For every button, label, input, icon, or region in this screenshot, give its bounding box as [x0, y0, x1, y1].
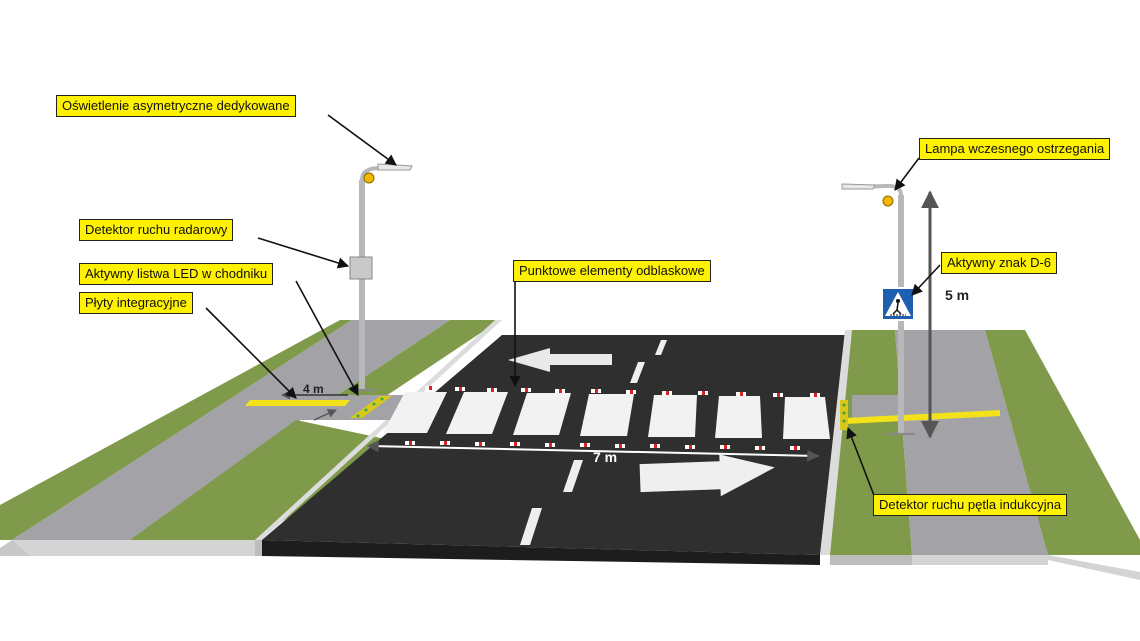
pole-height-label: 5 m: [945, 287, 970, 303]
callout-early-warning-lamp: Lampa wczesnego ostrzegania: [919, 138, 1111, 160]
grass-left-inner: [130, 420, 400, 540]
width-dimension-line: [366, 440, 820, 462]
warning-lamp-icon: [882, 195, 894, 207]
callout-reflective-elements: Punktowe elementy odblaskowe: [513, 260, 711, 282]
callout-lighting: Oświetlenie asymetryczne dedykowane: [56, 95, 296, 117]
curb-right: [820, 330, 852, 555]
callout-radar-detector: Detektor ruchu radarowy: [79, 219, 234, 241]
sidewalk-left: [12, 320, 450, 540]
grass-right-outer: [985, 330, 1140, 600]
led-strip-left: [350, 396, 392, 418]
tactile-plate-left: [245, 400, 350, 406]
lamp-pole-left: [359, 180, 365, 390]
direction-arrow-icon: [508, 348, 612, 372]
curb-left: [255, 320, 502, 540]
direction-arrow-icon: [639, 454, 775, 497]
radar-box-icon: [349, 256, 373, 280]
street-lamp-icon: [841, 183, 876, 190]
zebra-crossing: [383, 392, 830, 439]
led-strip-right: [840, 400, 848, 430]
warning-lamp-icon: [363, 172, 375, 184]
pedestrian-sign-icon: [881, 287, 915, 321]
callout-tactile-plates: Płyty integracyjne: [79, 292, 193, 314]
callout-loop-detector: Detektor ruchu pętla indukcyjna: [873, 494, 1068, 516]
grass-left-outer: [0, 320, 352, 540]
sidewalk-width-label: 4 m: [303, 382, 324, 396]
callout-active-sign: Aktywny znak D-6: [941, 252, 1058, 274]
callout-led-strip: Aktywny listwa LED w chodniku: [79, 263, 274, 285]
crossing-width-label: 7 m: [593, 449, 618, 465]
